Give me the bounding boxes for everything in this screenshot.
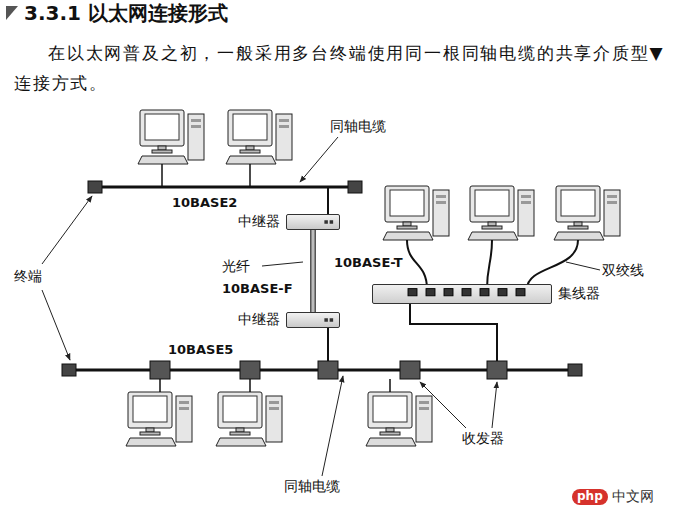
standard-label: 10BASE5 xyxy=(168,343,233,358)
part-label: 双绞线 xyxy=(602,262,644,278)
leader-line xyxy=(492,382,497,428)
terminator xyxy=(88,181,102,193)
hub-box: 集线器 xyxy=(372,284,552,304)
node-label: 中继器 xyxy=(238,213,280,231)
repeater-detail xyxy=(287,313,339,327)
transceiver xyxy=(240,361,260,379)
leader-line xyxy=(42,290,70,360)
computer-icon xyxy=(216,392,282,446)
computer-icon xyxy=(383,186,449,240)
heading-marker xyxy=(6,6,18,20)
terminator xyxy=(568,364,582,376)
drop-cable xyxy=(159,379,161,392)
part-label: 同轴电缆 xyxy=(330,118,386,134)
drop-cable xyxy=(327,328,329,362)
drop-cable xyxy=(249,164,251,187)
coax-cable xyxy=(95,186,355,189)
repeater-detail xyxy=(287,215,339,229)
transceiver xyxy=(150,361,170,379)
hub-uplink-cable xyxy=(410,304,497,362)
terminator xyxy=(348,181,362,193)
computer-icon xyxy=(468,186,534,240)
repeater-box: 中继器 xyxy=(286,312,340,328)
computer-icon xyxy=(138,110,204,164)
twisted-pair xyxy=(487,240,492,289)
leader-line xyxy=(42,196,92,264)
leader-line xyxy=(566,262,600,270)
part-label: 同轴电缆 xyxy=(284,478,340,494)
fiber-sheath xyxy=(310,230,316,312)
drop-cable xyxy=(327,187,329,214)
computer-icon xyxy=(126,392,192,446)
transceiver xyxy=(487,361,507,379)
twisted-pair xyxy=(527,240,578,289)
part-label: 收发器 xyxy=(462,430,504,446)
leader-line xyxy=(262,262,303,266)
hub-ports xyxy=(373,285,551,303)
drop-cable xyxy=(389,379,391,392)
watermark: php xyxy=(572,489,608,505)
computer-icon xyxy=(366,392,432,446)
part-label: 终端 xyxy=(14,268,42,284)
standard-label: 10BASE2 xyxy=(172,196,237,211)
drop-cable xyxy=(249,379,251,392)
terminator xyxy=(62,364,76,376)
part-label: 光纤 xyxy=(222,258,250,274)
watermark: 中文网 xyxy=(612,488,654,504)
fiber-cable xyxy=(312,230,315,312)
node-label: 集线器 xyxy=(558,285,600,303)
drop-cable xyxy=(161,164,163,187)
leader-line xyxy=(300,137,338,182)
transceiver xyxy=(400,361,420,379)
computer-icon xyxy=(226,110,292,164)
node-label: 中继器 xyxy=(238,311,280,329)
leader-line xyxy=(322,376,343,476)
leader-line xyxy=(420,382,466,428)
computer-icon xyxy=(554,186,620,240)
section-heading: 3.3.1 以太网连接形式 xyxy=(24,2,228,25)
standard-label: 10BASE-F xyxy=(222,282,293,297)
transceiver xyxy=(318,361,338,379)
repeater-box: 中继器 xyxy=(286,214,340,230)
twisted-pair xyxy=(407,240,427,289)
standard-label: 10BASE-T xyxy=(334,256,403,271)
body-paragraph: 在以太网普及之初，一般采用多台终端使用同一根同轴电缆的共享介质型▼连接方式。 xyxy=(14,38,670,98)
